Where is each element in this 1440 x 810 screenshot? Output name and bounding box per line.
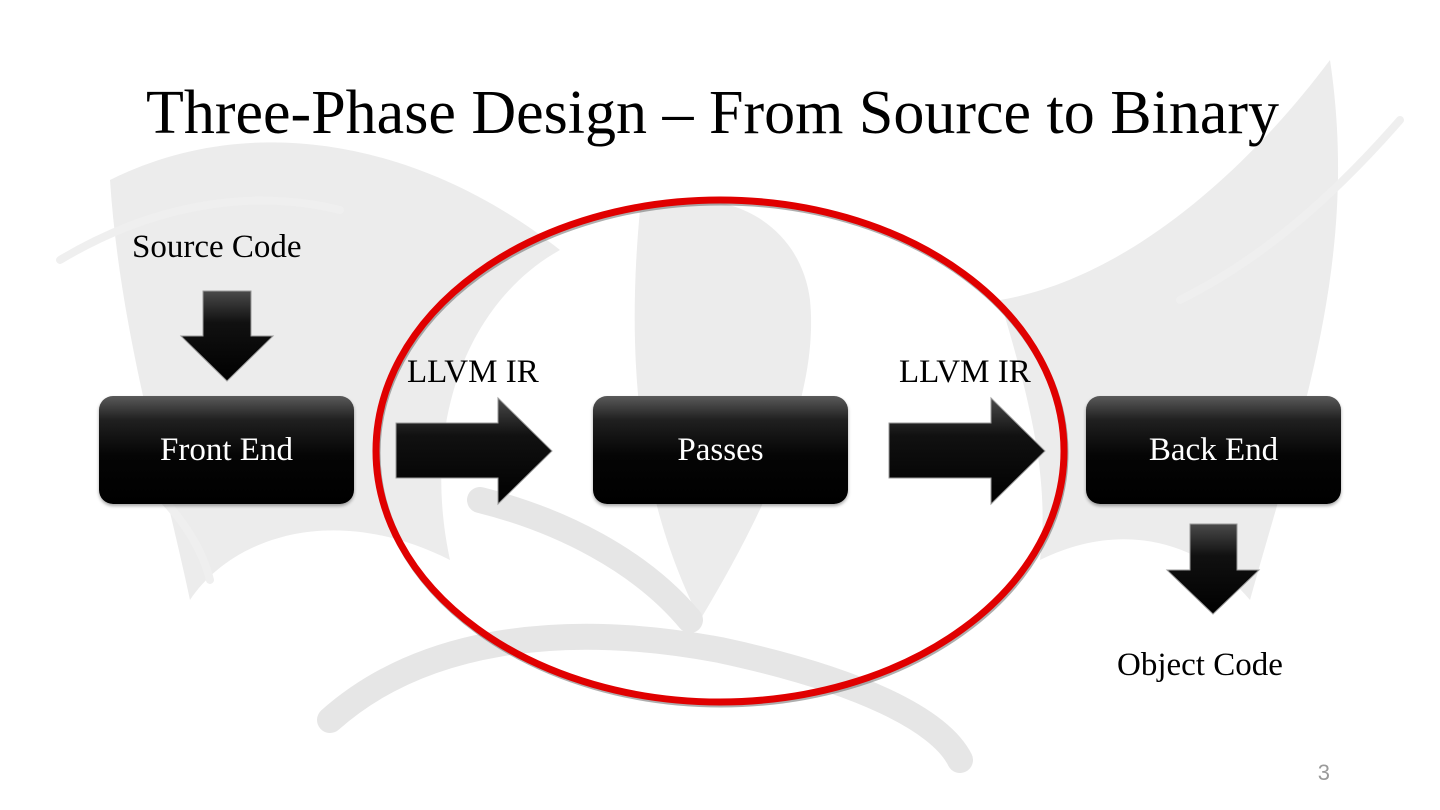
source-code-label: Source Code <box>132 229 302 265</box>
object-code-label: Object Code <box>1117 647 1283 683</box>
page-number: 3 <box>1317 760 1330 785</box>
slide-title: Three-Phase Design – From Source to Bina… <box>146 79 1279 147</box>
llvm-ir-label-1: LLVM IR <box>407 354 539 390</box>
llvm-ir-label-2: LLVM IR <box>899 354 1031 390</box>
front-end-box: Front End <box>99 396 354 504</box>
back-end-box: Back End <box>1086 396 1341 504</box>
passes-box: Passes <box>593 396 848 504</box>
